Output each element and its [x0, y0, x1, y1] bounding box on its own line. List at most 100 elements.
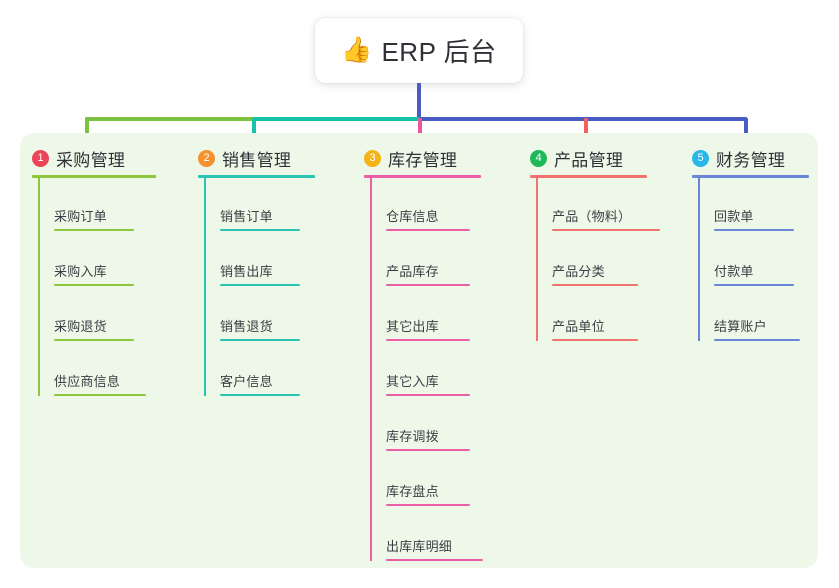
- branch-item[interactable]: 产品（物料）: [552, 205, 660, 231]
- branch-item-label: 采购入库: [54, 264, 107, 279]
- branch-item-label: 结算账户: [714, 319, 767, 334]
- branch-item[interactable]: 其它入库: [386, 370, 470, 396]
- branch-item-underline: [54, 284, 134, 286]
- branch-item-underline: [386, 394, 470, 396]
- branch-item-underline: [386, 449, 470, 451]
- branch-item-underline: [714, 339, 800, 341]
- branch-item[interactable]: 库存调拨: [386, 425, 470, 451]
- branch-item[interactable]: 回款单: [714, 205, 794, 231]
- branch-item[interactable]: 采购订单: [54, 205, 134, 231]
- root-node-content: 👍 ERP 后台: [341, 32, 496, 69]
- branch-title-product: 产品管理: [554, 151, 624, 170]
- branch-item-label: 仓库信息: [386, 209, 439, 224]
- branch-item[interactable]: 产品单位: [552, 315, 638, 341]
- branch-underline-finance: [692, 175, 809, 178]
- branch-item[interactable]: 供应商信息: [54, 370, 146, 396]
- branch-item-label: 付款单: [714, 264, 754, 279]
- branch-item-underline: [714, 284, 794, 286]
- branch-item[interactable]: 销售订单: [220, 205, 300, 231]
- branch-spine-purchasing: [38, 178, 40, 396]
- branch-item-underline: [386, 504, 470, 506]
- branches-panel: 1 采购管理采购订单采购入库采购退货供应商信息 2 销售管理销售订单销售出库销售退货客…: [20, 133, 818, 568]
- branch-item-underline: [552, 339, 638, 341]
- branch-header-inventory[interactable]: 3 库存管理: [364, 146, 457, 171]
- bar-segment-green: [85, 117, 255, 121]
- branch-badge-finance: 5: [692, 150, 709, 167]
- branch-item[interactable]: 结算账户: [714, 315, 800, 341]
- branch-item-label: 产品（物料）: [552, 209, 632, 224]
- bar-segment-blue: [419, 117, 747, 121]
- branch-item-label: 产品单位: [552, 319, 605, 334]
- branch-item-label: 采购订单: [54, 209, 107, 224]
- branch-item[interactable]: 采购入库: [54, 260, 134, 286]
- branch-item-label: 销售订单: [220, 209, 273, 224]
- branch-item-underline: [220, 339, 300, 341]
- branch-column-finance: 5 财务管理回款单付款单结算账户: [692, 133, 839, 568]
- branch-item-label: 库存调拨: [386, 429, 439, 444]
- branch-item[interactable]: 出库库明细: [386, 535, 483, 561]
- branch-item[interactable]: 客户信息: [220, 370, 300, 396]
- branch-item-label: 销售退货: [220, 319, 273, 334]
- branch-item-underline: [386, 229, 470, 231]
- branch-item-label: 客户信息: [220, 374, 273, 389]
- branch-underline-inventory: [364, 175, 481, 178]
- branch-item-underline: [552, 229, 660, 231]
- branch-column-purchasing: 1 采购管理采购订单采购入库采购退货供应商信息: [32, 133, 182, 568]
- branch-item[interactable]: 采购退货: [54, 315, 134, 341]
- branch-item[interactable]: 销售退货: [220, 315, 300, 341]
- branch-item-underline: [220, 284, 300, 286]
- branch-item-label: 销售出库: [220, 264, 273, 279]
- branch-title-inventory: 库存管理: [388, 151, 458, 170]
- branch-header-product[interactable]: 4 产品管理: [530, 146, 623, 171]
- branch-column-inventory: 3 库存管理仓库信息产品库存其它出库其它入库库存调拨库存盘点出库库明细: [364, 133, 514, 568]
- branch-header-finance[interactable]: 5 财务管理: [692, 146, 785, 171]
- branch-item-label: 供应商信息: [54, 374, 121, 389]
- branch-badge-product: 4: [530, 150, 547, 167]
- branch-item[interactable]: 销售出库: [220, 260, 300, 286]
- branch-item-underline: [220, 394, 300, 396]
- branch-item-underline: [220, 229, 300, 231]
- branch-item[interactable]: 产品库存: [386, 260, 470, 286]
- branch-spine-product: [536, 178, 538, 341]
- branch-item-underline: [54, 339, 134, 341]
- branch-item-underline: [54, 394, 146, 396]
- branch-item-label: 回款单: [714, 209, 754, 224]
- branch-column-product: 4 产品管理产品（物料） 产品分类产品单位: [530, 133, 680, 568]
- branch-title-sales: 销售管理: [222, 151, 292, 170]
- branch-badge-inventory: 3: [364, 150, 381, 167]
- branch-spine-inventory: [370, 178, 372, 561]
- branch-spine-sales: [204, 178, 206, 396]
- branch-item-label: 产品库存: [386, 264, 439, 279]
- branch-underline-product: [530, 175, 647, 178]
- thumbs-up-icon: 👍: [341, 36, 373, 64]
- branch-item-underline: [54, 229, 134, 231]
- root-node-card[interactable]: 👍 ERP 后台: [315, 18, 523, 83]
- branch-item[interactable]: 付款单: [714, 260, 794, 286]
- branch-item[interactable]: 其它出库: [386, 315, 470, 341]
- branch-item-label: 其它入库: [386, 374, 439, 389]
- branch-badge-sales: 2: [198, 150, 215, 167]
- branch-item[interactable]: 产品分类: [552, 260, 638, 286]
- bar-segment-teal: [253, 117, 421, 121]
- root-node-title: ERP 后台: [381, 37, 497, 67]
- branch-title-purchasing: 采购管理: [56, 151, 126, 170]
- branch-item-label: 其它出库: [386, 319, 439, 334]
- branch-item-label: 采购退货: [54, 319, 107, 334]
- branch-item[interactable]: 仓库信息: [386, 205, 470, 231]
- branch-item-label: 出库库明细: [386, 539, 453, 554]
- branch-item-label: 产品分类: [552, 264, 605, 279]
- branch-item-underline: [386, 339, 470, 341]
- branch-item-underline: [714, 229, 794, 231]
- branch-header-purchasing[interactable]: 1 采购管理: [32, 146, 125, 171]
- branch-badge-purchasing: 1: [32, 150, 49, 167]
- branch-underline-sales: [198, 175, 315, 178]
- branch-header-sales[interactable]: 2 销售管理: [198, 146, 291, 171]
- branch-underline-purchasing: [32, 175, 156, 178]
- branch-column-sales: 2 销售管理销售订单销售出库销售退货客户信息: [198, 133, 348, 568]
- branch-item-underline: [552, 284, 638, 286]
- branch-title-finance: 财务管理: [716, 151, 786, 170]
- branch-item-underline: [386, 559, 483, 561]
- branch-item-underline: [386, 284, 470, 286]
- branch-item[interactable]: 库存盘点: [386, 480, 470, 506]
